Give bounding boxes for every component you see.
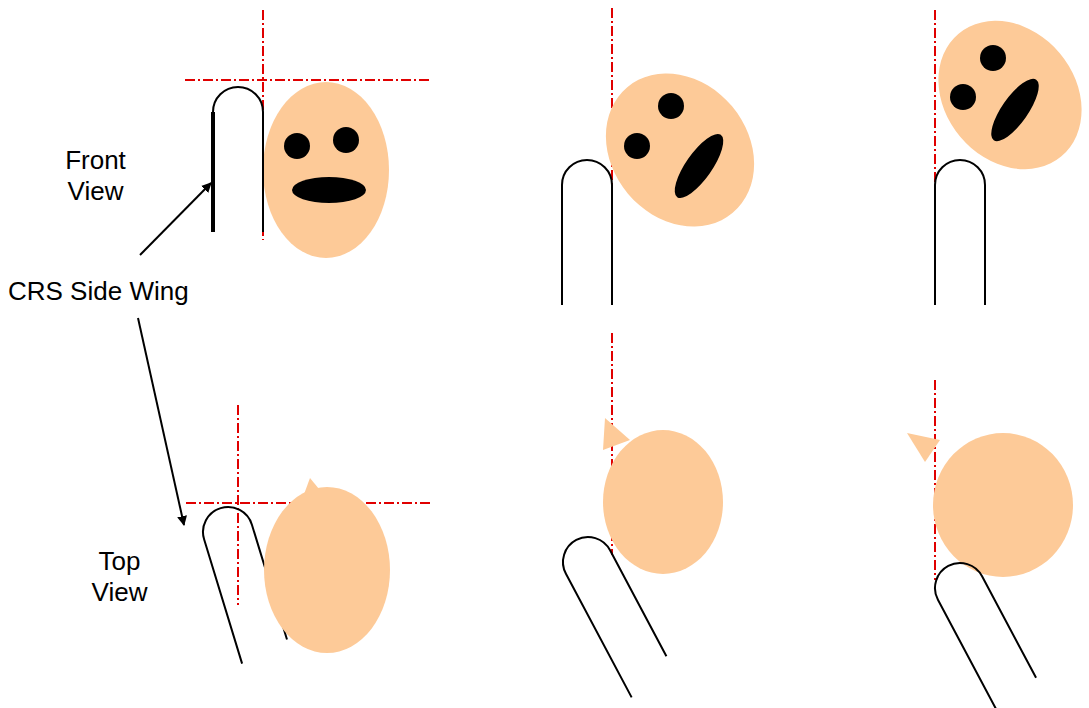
top-view-1 [197,478,390,664]
front-view-2 [562,43,785,305]
part-label: CRS Side Wing [8,276,189,307]
top-view-3 [907,433,1073,708]
leader-arrows [138,183,211,525]
front-view-3 [909,0,1089,305]
view-label: Front View [48,145,143,207]
view-label: Top View [72,546,167,608]
front-view-1 [213,82,389,258]
top-view-2 [554,418,723,697]
